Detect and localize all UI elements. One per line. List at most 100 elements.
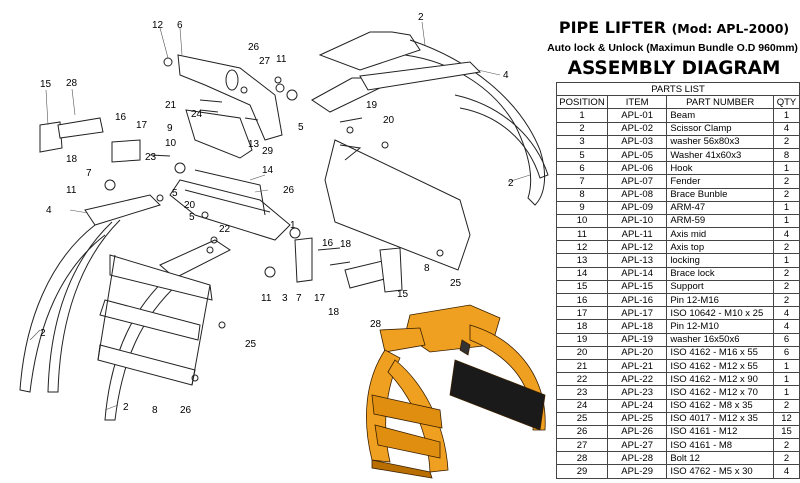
cell-part-number: ISO 4161 - M8 xyxy=(666,438,775,453)
cell-item: APL-15 xyxy=(606,279,668,295)
callout-14: 14 xyxy=(262,165,274,176)
callout-9: 9 xyxy=(167,123,173,134)
cell-item: APL-18 xyxy=(606,319,668,334)
callout-10: 10 xyxy=(165,138,177,149)
cell-part-number: ARM-59 xyxy=(666,213,775,229)
callout-27: 27 xyxy=(259,56,271,67)
cell-position: 16 xyxy=(556,292,608,308)
callout-22: 22 xyxy=(219,224,231,235)
cell-qty: 2 xyxy=(773,174,800,189)
assembly-render xyxy=(366,304,546,479)
callout-19: 19 xyxy=(366,100,378,111)
fasteners xyxy=(104,57,444,382)
cell-qty: 4 xyxy=(773,319,800,334)
callout-6: 6 xyxy=(177,20,183,31)
cell-qty: 2 xyxy=(773,398,800,413)
cell-qty: 1 xyxy=(773,108,800,123)
cell-qty: 1 xyxy=(773,200,800,215)
callout-4: 4 xyxy=(503,70,509,81)
cell-item: APL-14 xyxy=(606,266,668,281)
callout-18: 18 xyxy=(66,154,78,165)
cell-item: APL-10 xyxy=(606,213,668,229)
cell-part-number: Brace Bunble xyxy=(666,187,775,202)
cell-position: 25 xyxy=(556,411,608,426)
cell-part-number: ISO 4161 - M12 xyxy=(666,424,775,440)
fender-plate xyxy=(324,139,471,271)
cell-part-number: Axis mid xyxy=(666,227,775,242)
callout-20: 20 xyxy=(383,115,395,126)
callout-4b: 4 xyxy=(46,205,52,216)
callout-13: 13 xyxy=(248,139,260,150)
cell-part-number: ISO 4762 - M5 x 30 xyxy=(666,464,775,479)
cell-qty: 1 xyxy=(773,358,800,374)
cell-qty: 2 xyxy=(773,451,800,466)
callout-29: 29 xyxy=(262,146,274,157)
cell-position: 23 xyxy=(556,385,608,400)
callout-26b: 26 xyxy=(283,185,295,196)
subtitle: Auto lock & Unlock (Maximun Bundle O.D 9… xyxy=(547,42,798,54)
cell-item: APL-24 xyxy=(606,398,668,413)
cell-position: 17 xyxy=(556,306,608,321)
cell-qty: 12 xyxy=(773,411,800,426)
assembly-heading: ASSEMBLY DIAGRAM xyxy=(567,58,781,79)
cell-part-number: washer 56x80x3 xyxy=(666,134,775,149)
fender-left xyxy=(111,139,313,283)
cell-part-number: Pin 12-M16 xyxy=(666,292,775,308)
cell-part-number: washer 16x50x6 xyxy=(666,332,775,347)
cell-part-number: Hook xyxy=(666,161,775,176)
callout-17b: 17 xyxy=(314,293,326,304)
cell-qty: 2 xyxy=(773,438,800,453)
cell-part-number: ISO 4162 - M12 x 55 xyxy=(666,358,775,374)
cell-part-number: Fender xyxy=(666,174,775,189)
cell-position: 13 xyxy=(556,253,608,268)
col-qty: QTY xyxy=(773,95,800,110)
cell-qty: 2 xyxy=(773,266,800,281)
cell-item: APL-01 xyxy=(606,108,668,123)
cell-part-number: ISO 4162 - M12 x 70 xyxy=(666,385,775,400)
cell-qty: 15 xyxy=(773,424,800,440)
callout-28: 28 xyxy=(66,78,78,89)
cell-position: 14 xyxy=(556,266,608,281)
callout-7b: 7 xyxy=(296,293,302,304)
cell-part-number: locking xyxy=(666,253,775,268)
cell-qty: 2 xyxy=(773,279,800,295)
exploded-assembly-diagram: 12 6 26 27 11 2 4 15 28 16 17 18 21 24 1… xyxy=(19,12,549,479)
col-item: ITEM xyxy=(606,95,668,110)
cell-qty: 1 xyxy=(773,385,800,400)
cell-qty: 6 xyxy=(773,332,800,347)
callout-3: 3 xyxy=(282,293,288,304)
cell-position: 6 xyxy=(556,161,608,176)
title-model: (Mod: APL-2000) xyxy=(671,21,790,36)
cell-position: 3 xyxy=(556,134,608,149)
callout-20b: 20 xyxy=(184,200,196,211)
callout-15: 15 xyxy=(40,79,52,90)
callout-numbers: 12 6 26 27 11 2 4 15 28 16 17 18 21 24 1… xyxy=(40,12,514,416)
cell-item: APL-22 xyxy=(606,372,668,387)
callout-5b: 5 xyxy=(172,188,178,199)
callout-11c: 11 xyxy=(261,293,272,304)
cell-qty: 1 xyxy=(773,213,800,229)
cell-part-number: ISO 4162 - M16 x 55 xyxy=(666,345,775,360)
cell-qty: 8 xyxy=(773,147,800,163)
cell-position: 20 xyxy=(556,345,608,360)
cell-qty: 2 xyxy=(773,134,800,149)
cell-qty: 4 xyxy=(773,306,800,321)
cell-part-number: Brace lock xyxy=(666,266,775,281)
callout-1: 1 xyxy=(290,220,296,231)
beam xyxy=(169,169,291,241)
